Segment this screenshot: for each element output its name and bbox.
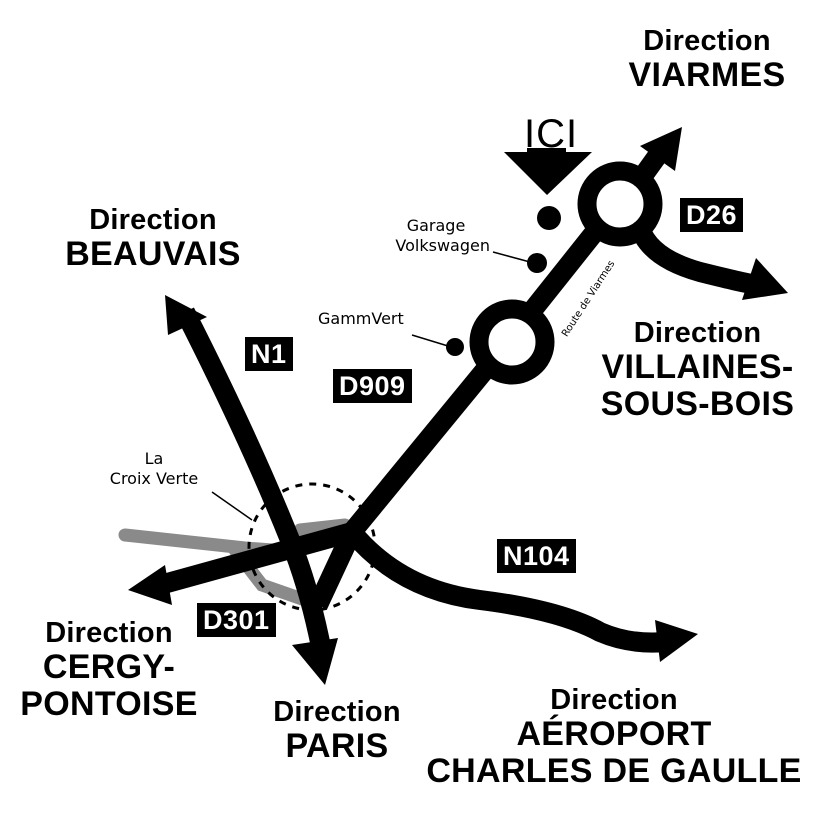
poi-garage-volkswagen: Garage Volkswagen	[362, 216, 490, 256]
poi-gammvert: GammVert	[318, 309, 404, 328]
poi-label-line1: Garage	[406, 216, 466, 235]
road-badge-n104: N104	[497, 539, 576, 573]
road-badge-d26: D26	[680, 198, 744, 232]
direction-prefix: Direction	[643, 25, 771, 57]
gammvert-dot	[446, 338, 464, 356]
poi-la-croix-verte: La Croix Verte	[94, 449, 214, 489]
arrow-beauvais	[165, 295, 207, 335]
direction-prefix: Direction	[273, 696, 401, 728]
arrow-villaines	[742, 258, 788, 300]
destination-name-line2: PONTOISE	[20, 685, 198, 724]
main-roads	[157, 149, 754, 654]
destination-name-line2: CHARLES DE GAULLE	[426, 752, 802, 791]
destination-name-line2: SOUS-BOIS	[600, 385, 795, 424]
destination-name: VIARMES	[628, 56, 786, 95]
roundabouts	[469, 161, 663, 385]
direction-prefix: Direction	[550, 684, 678, 716]
direction-prefix: Direction	[89, 204, 217, 236]
poi-dots	[446, 206, 561, 356]
road-badge-d301: D301	[197, 603, 276, 637]
roundabout-lower	[469, 299, 555, 385]
direction-prefix: Direction	[633, 317, 762, 349]
road-d301	[308, 527, 362, 610]
leader-lines	[211, 251, 531, 521]
poi-label-line2: Croix Verte	[109, 469, 199, 488]
arrow-heads	[128, 127, 788, 685]
arrow-viarmes	[640, 127, 682, 171]
poi-label-line2: Volkswagen	[395, 236, 490, 255]
destination-name: PARIS	[285, 727, 389, 766]
direction-cdg: Direction AÉROPORT CHARLES DE GAULLE	[402, 684, 826, 791]
arrow-cergy	[128, 565, 172, 605]
direction-beauvais: Direction BEAUVAIS	[48, 204, 258, 274]
garage-dot	[527, 253, 547, 273]
direction-paris: Direction PARIS	[252, 696, 422, 766]
road-badge-d909: D909	[333, 369, 412, 403]
ici-dot	[537, 206, 561, 230]
road-badge-n1: N1	[245, 337, 293, 371]
direction-villaines: Direction VILLAINES- SOUS-BOIS	[585, 317, 810, 424]
road-cergy	[157, 522, 355, 595]
direction-viarmes: Direction VIARMES	[612, 25, 802, 95]
destination-name-line1: AÉROPORT	[516, 715, 712, 754]
road-d26	[630, 224, 754, 294]
arrow-paris	[292, 638, 338, 685]
destination-name-line1: VILLAINES-	[601, 348, 794, 387]
destination-name: BEAUVAIS	[65, 235, 241, 274]
down-arrow-icon	[504, 148, 592, 195]
road-n104	[344, 525, 666, 653]
roundabout-upper	[577, 161, 663, 247]
ici-label: ICI	[524, 112, 579, 156]
destination-name-line1: CERGY-	[42, 648, 176, 687]
road-n1	[176, 307, 332, 654]
direction-cergy: Direction CERGY- PONTOISE	[4, 617, 214, 724]
poi-label-line1: La	[144, 449, 164, 468]
arrow-cdg	[655, 620, 698, 662]
direction-prefix: Direction	[45, 617, 173, 649]
